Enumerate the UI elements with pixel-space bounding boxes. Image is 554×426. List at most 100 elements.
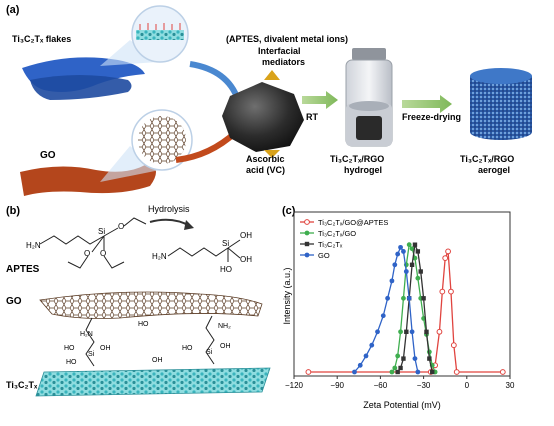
legend-swatch-marker xyxy=(304,241,310,247)
ti-oh-group: OH xyxy=(152,357,163,364)
aerogel-cylinder-top xyxy=(470,68,532,84)
series-point xyxy=(427,356,432,361)
series-point xyxy=(421,296,426,301)
mixed-precursor-blob xyxy=(222,82,304,152)
aptes-structure xyxy=(39,217,147,269)
series-point xyxy=(389,278,395,284)
series-point xyxy=(409,246,415,252)
linker-nh2-right: NH₂ xyxy=(218,323,231,330)
ti3c2tx-layer-slab xyxy=(35,367,271,397)
hydrolyzed-ho: HO xyxy=(220,265,232,274)
series-point xyxy=(369,342,375,348)
linker-ho-right: HO xyxy=(182,345,193,352)
legend-swatch-marker xyxy=(304,252,310,258)
series-point xyxy=(403,269,409,274)
series-point xyxy=(499,369,506,375)
hydrogel-line1: Ti₃C₂Tₓ/RGO xyxy=(330,154,384,164)
series-point xyxy=(380,313,386,319)
x-tick-label: −60 xyxy=(374,381,388,390)
legend-swatch-marker xyxy=(304,219,310,225)
series-point xyxy=(448,288,454,295)
hydrolyzed-aptes-structure xyxy=(167,239,241,262)
series-point xyxy=(445,248,451,255)
rt-label: RT xyxy=(306,112,318,122)
x-tick-label: 30 xyxy=(506,381,515,390)
mediators-arrow xyxy=(264,70,280,80)
rt-arrow xyxy=(302,91,338,109)
series-point xyxy=(395,353,401,359)
series-point xyxy=(398,244,403,250)
series-point xyxy=(436,328,443,335)
hydrolysis-label: Hydrolysis xyxy=(148,204,190,214)
hydrogel-monolith xyxy=(356,116,382,140)
hydrolyzed-h2n: H₂N xyxy=(152,252,167,261)
series-point xyxy=(415,275,421,281)
go-hexagonal-lattice xyxy=(138,116,186,164)
series-point xyxy=(439,288,446,295)
freeze-drying-arrow xyxy=(402,95,452,113)
ti3c2tx-layer-label: Ti₃C₂Tₓ xyxy=(6,380,38,390)
linker-h2n-left: H₂N xyxy=(80,331,93,338)
series-point xyxy=(404,329,409,334)
legend-entry: Ti₃C₂Tₓ/GO@APTES xyxy=(318,218,388,227)
series-point xyxy=(392,365,398,371)
mediators-line2: Interfacial xyxy=(258,46,301,56)
series-point xyxy=(389,369,395,375)
series-point xyxy=(412,242,418,247)
series-point xyxy=(398,329,403,335)
surface-groups xyxy=(139,23,181,30)
vial-cap xyxy=(352,48,386,60)
linker-oh-right: OH xyxy=(220,343,231,350)
series-point xyxy=(401,356,406,361)
go-label: GO xyxy=(40,150,56,161)
series-point xyxy=(352,369,357,375)
x-tick-label: −120 xyxy=(285,381,304,390)
series-point xyxy=(415,249,421,254)
series-point xyxy=(406,242,412,248)
y-axis-label: Intensity (a.u.) xyxy=(282,267,292,324)
series-point xyxy=(392,262,398,268)
x-tick-label: 0 xyxy=(465,381,470,390)
aerogel-cylinder-body xyxy=(470,76,532,132)
aerogel-cylinder-bottom xyxy=(470,124,532,140)
series-point xyxy=(409,262,415,267)
x-axis-label: Zeta Potential (mV) xyxy=(363,400,441,410)
aptes-o-2: O xyxy=(100,249,106,258)
linker-si-left: Si xyxy=(88,351,95,358)
hydrolysis-arrow-head xyxy=(184,220,194,230)
arrow-flakes-to-mix xyxy=(189,61,241,102)
x-tick-label: −90 xyxy=(330,381,344,390)
go-layer-sheet xyxy=(39,291,263,319)
mediators-line1: (APTES, divalent metal ions) xyxy=(226,34,348,44)
hydrolyzed-si: Si xyxy=(222,239,229,248)
linker-si-right: Si xyxy=(206,349,213,356)
hydrolysis-arrow xyxy=(149,218,191,227)
series-point xyxy=(409,329,415,335)
series-point xyxy=(430,369,435,375)
series-point xyxy=(398,365,403,371)
series-point xyxy=(415,369,421,375)
vial-liquid-surface xyxy=(349,101,389,111)
ti3c2tx-flakes-label: Ti₃C₂Tₓ flakes xyxy=(12,34,71,44)
ascorbic-line2: acid (VC) xyxy=(246,165,285,175)
legend-swatch-marker xyxy=(304,230,310,236)
series-point xyxy=(418,269,423,274)
go-ho-group: HO xyxy=(138,321,149,328)
ti3c2tx-flake-sheet-lower xyxy=(30,75,132,100)
legend-entry: GO xyxy=(318,251,330,260)
go-layer-label: GO xyxy=(6,296,22,307)
zoom-cone-bottom xyxy=(100,146,160,182)
ascorbic-arrow xyxy=(264,150,280,158)
aptes-label: APTES xyxy=(6,264,40,275)
series-point xyxy=(401,249,406,254)
hydrolyzed-oh-1: OH xyxy=(240,231,252,240)
series-point xyxy=(453,369,460,375)
panel-b: (b) Hydrolysis H₂N Si O O O APTES H₂N Si xyxy=(6,204,271,397)
legend-entry: Ti₃C₂Tₓ xyxy=(318,240,343,249)
aptes-h2n: H₂N xyxy=(26,241,41,250)
series-point xyxy=(357,362,363,368)
